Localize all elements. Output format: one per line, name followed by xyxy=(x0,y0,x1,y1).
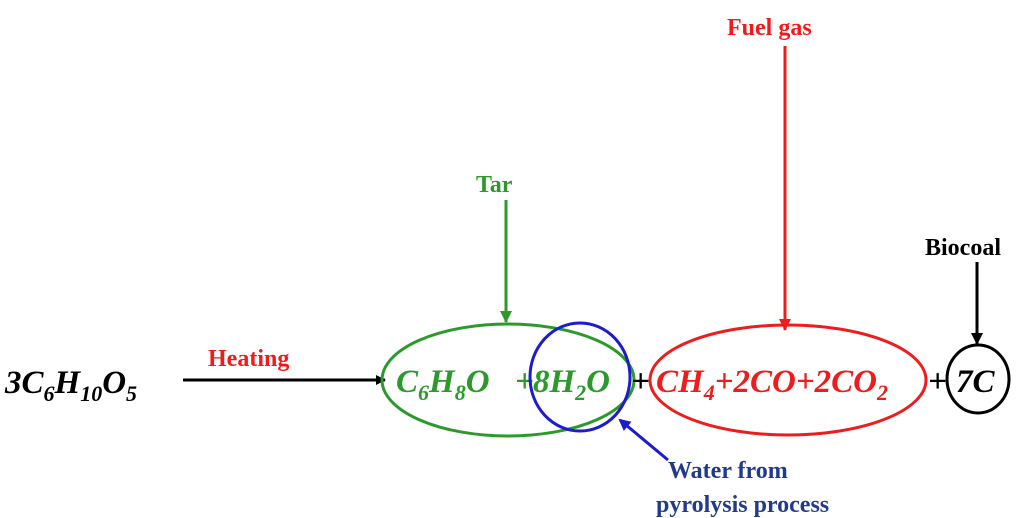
tar-h-sub: 8 xyxy=(455,380,466,405)
tar-c: C xyxy=(396,364,419,400)
biocoal-ellipse xyxy=(945,343,1011,415)
water-label-line1: Water from xyxy=(668,458,788,484)
water-label-line2: pyrolysis process xyxy=(656,492,829,518)
fuel-ch-sub: 4 xyxy=(703,380,715,405)
reactant-c-sub: 6 xyxy=(44,381,55,406)
water-o: O xyxy=(586,364,610,400)
fuel-co: 2CO xyxy=(733,364,796,400)
heating-label: Heating xyxy=(208,346,289,372)
water-h: H xyxy=(549,364,577,400)
water-ellipse xyxy=(528,321,632,433)
fuel-plus-2: + xyxy=(796,364,815,400)
biocoal-label: Biocoal xyxy=(925,235,1001,261)
tar-formula: C6H8O xyxy=(396,364,490,405)
reactant-o-sub: 5 xyxy=(126,381,137,406)
water-h-sub: 2 xyxy=(574,380,586,405)
reactant-o: O xyxy=(102,365,126,401)
plus-fuel-biocoal: + xyxy=(928,364,947,400)
reactant-c: C xyxy=(22,365,45,401)
tar-ellipse xyxy=(380,322,636,438)
water-arrow xyxy=(618,418,669,462)
water-formula: 8H2O xyxy=(533,364,610,405)
tar-o: O xyxy=(466,364,490,400)
fuel-co2: 2CO xyxy=(814,364,877,400)
fuel-gas-label: Fuel gas xyxy=(727,15,812,41)
reactant-h: H xyxy=(54,365,82,401)
biocoal-formula: 7C xyxy=(956,364,996,400)
water-coef: 8 xyxy=(533,364,550,400)
plus-water-fuel: + xyxy=(631,364,650,400)
tar-c-sub: 6 xyxy=(418,380,429,405)
fuel-co2-sub: 2 xyxy=(876,380,888,405)
fuel-ch: CH xyxy=(656,364,705,400)
reactant-coef: 3 xyxy=(4,365,22,401)
fuel-gas-formula: CH4+2CO+2CO2 xyxy=(656,364,888,405)
reactant-h-sub: 10 xyxy=(80,381,102,406)
reactant-formula: 3C6H10O5 xyxy=(4,365,137,406)
tar-label: Tar xyxy=(476,172,513,198)
tar-h: H xyxy=(428,364,456,400)
fuel-gas-ellipse xyxy=(648,323,928,437)
fuel-plus-1: + xyxy=(715,364,734,400)
